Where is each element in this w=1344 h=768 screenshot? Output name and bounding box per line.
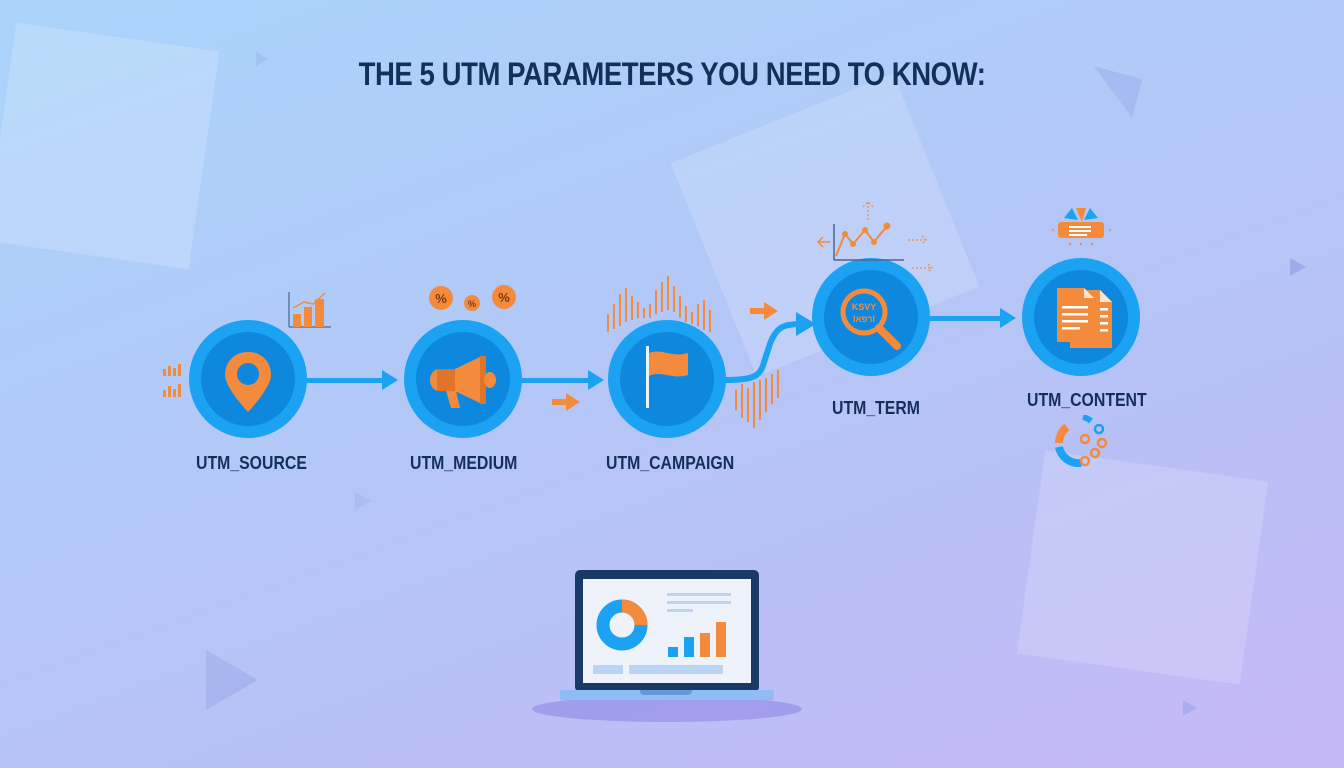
connector-arrow	[930, 316, 1002, 321]
label-utm-term: UTM_TERM	[832, 398, 920, 418]
mini-bar-chart-icon	[163, 364, 181, 397]
connector-arrow	[520, 378, 590, 383]
orange-arrow-icon	[750, 302, 778, 320]
line-chart-icon	[816, 201, 933, 273]
label-utm-content: UTM_CONTENT	[1027, 390, 1147, 410]
megaphone-icon	[430, 356, 496, 408]
donut-ring-icon	[1055, 415, 1108, 467]
laptop-hinge	[640, 690, 692, 695]
laptop-shadow	[532, 696, 802, 722]
svg-text:ӀרפאI: ӀרפאI	[853, 314, 875, 324]
sound-wave-icon	[735, 370, 779, 428]
percent-badges-icon: % % %	[429, 285, 516, 311]
arrow-head-icon	[382, 370, 398, 390]
dashboard-chart-icon	[593, 593, 731, 674]
svg-text:%: %	[468, 299, 476, 309]
label-utm-source: UTM_SOURCE	[196, 453, 307, 473]
bar-chart-icon	[288, 292, 331, 328]
label-utm-medium: UTM_MEDIUM	[410, 453, 518, 473]
laptop-illustration	[530, 566, 810, 726]
flag-icon	[646, 346, 688, 408]
curved-connector-arrow	[724, 312, 816, 383]
svg-text:KSVY: KSVY	[852, 302, 877, 312]
svg-text:%: %	[498, 290, 510, 305]
node-utm-medium[interactable]	[404, 320, 522, 438]
svg-text:%: %	[435, 291, 447, 306]
background-triangle	[1290, 258, 1306, 276]
sound-wave-icon	[607, 276, 711, 332]
label-utm-campaign: UTM_CAMPAIGN	[606, 453, 735, 473]
orange-arrow-icon	[552, 393, 580, 411]
node-utm-source[interactable]	[189, 320, 307, 438]
background-triangle	[206, 650, 258, 710]
background-square	[1016, 450, 1269, 685]
page-title: THE 5 UTM PARAMETERS YOU NEED TO KNOW:	[358, 56, 986, 92]
laptop-base	[560, 690, 774, 700]
background-triangle	[355, 492, 371, 510]
background-triangle	[1183, 700, 1197, 716]
background-triangle	[256, 52, 268, 66]
node-utm-content[interactable]	[1022, 258, 1140, 376]
document-icon	[1057, 288, 1112, 348]
connector-arrow	[306, 378, 384, 383]
node-utm-campaign[interactable]	[608, 320, 726, 438]
magnifier-icon: KSVY ӀרפאI	[840, 288, 901, 350]
location-pin-icon	[225, 352, 271, 412]
banner-icon	[1052, 208, 1111, 246]
arrow-head-icon	[1000, 308, 1016, 328]
arrow-head-icon	[588, 370, 604, 390]
node-utm-term[interactable]: KSVY ӀרפאI	[812, 258, 930, 376]
